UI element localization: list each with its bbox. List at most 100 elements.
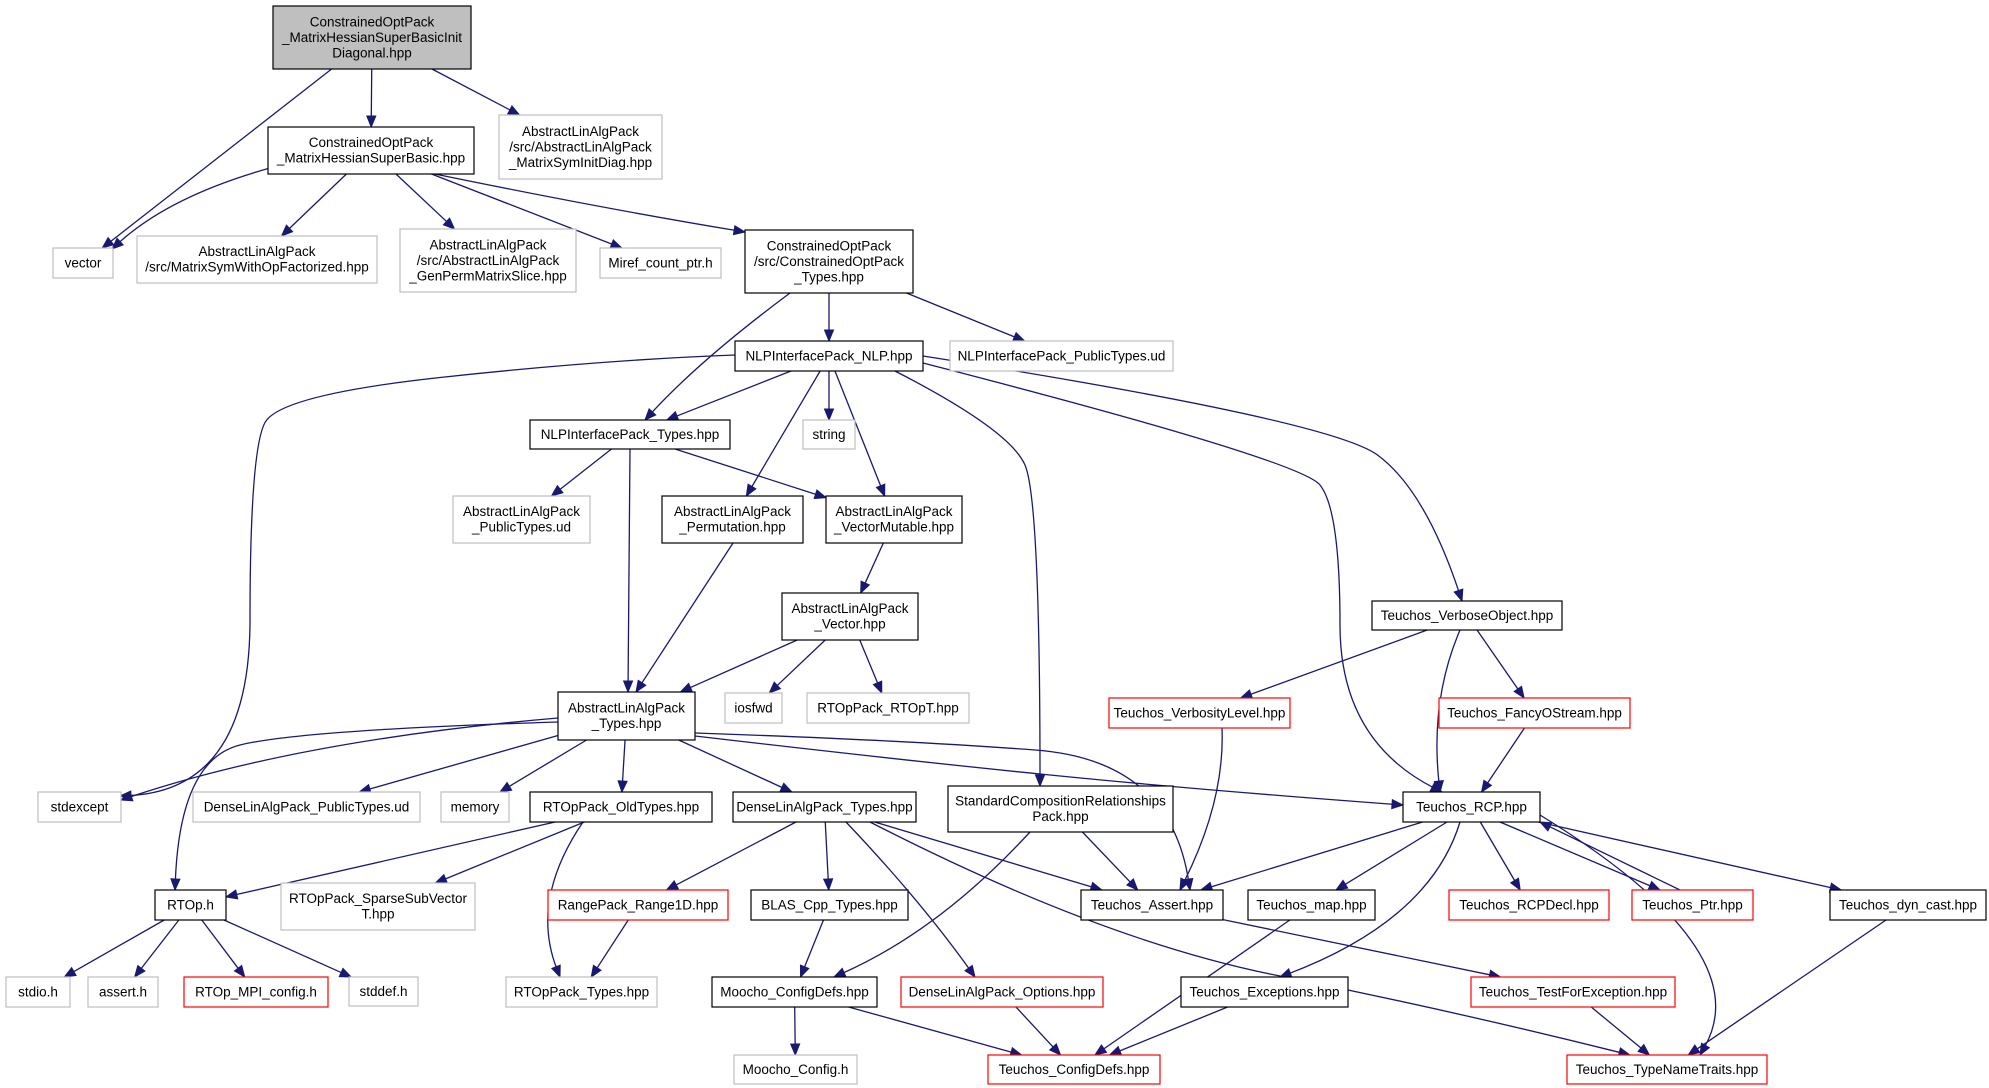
node-box xyxy=(183,976,329,1008)
edge-rtoph-to-asserth xyxy=(133,919,180,979)
edge-nlp-to-string xyxy=(823,371,835,422)
node-box xyxy=(733,1054,858,1085)
edge-arrowhead xyxy=(1048,1043,1062,1056)
node-rcp[interactable]: Teuchos_RCP.hpp xyxy=(1402,791,1541,823)
node-dynCast[interactable]: Teuchos_dyn_cast.hpp xyxy=(1829,889,1987,921)
node-box xyxy=(348,976,419,1007)
node-label-line: Teuchos_RCP.hpp xyxy=(1416,799,1527,814)
edge-arrowhead xyxy=(832,967,847,978)
node-label-line: Teuchos_Assert.hpp xyxy=(1091,897,1213,912)
node-stdexcept[interactable]: stdexcept xyxy=(37,791,122,823)
edge-line xyxy=(1081,831,1132,884)
node-superbasic[interactable]: ConstrainedOptPack_MatrixHessianSuperBas… xyxy=(267,126,475,175)
node-label-line: AbstractLinAlgPack xyxy=(568,701,685,716)
edge-dlaTypes-to-dlaOptions xyxy=(845,821,976,979)
node-box xyxy=(661,495,804,544)
node-ptr[interactable]: Teuchos_Ptr.hpp xyxy=(1631,889,1754,921)
node-label-line: NLPInterfacePack_Types.hpp xyxy=(541,427,720,442)
node-rcpDecl[interactable]: Teuchos_RCPDecl.hpp xyxy=(1448,889,1610,921)
edge-nlpTypes-to-alaTypes xyxy=(622,448,634,694)
node-moochoConfig[interactable]: Moocho_Config.h xyxy=(733,1054,858,1085)
edge-arrowhead xyxy=(280,224,294,237)
node-label-line: AbstractLinAlgPack xyxy=(463,504,580,519)
node-asserth[interactable]: assert.h xyxy=(87,976,159,1008)
edge-arrowhead xyxy=(133,964,146,979)
node-range1d[interactable]: RangePack_Range1D.hpp xyxy=(547,889,729,921)
node-rtopTypes[interactable]: RTOpPack_Types.hpp xyxy=(505,976,658,1008)
edge-arrowhead xyxy=(506,105,521,116)
edge-alaTypes-to-rcp xyxy=(694,735,1405,810)
node-nlpPublic[interactable]: NLPInterfacePack_PublicTypes.ud xyxy=(949,340,1174,372)
edge-line xyxy=(824,821,829,882)
node-label-line: _Permutation.hpp xyxy=(678,520,786,535)
node-symWithOp[interactable]: AbstractLinAlgPack/src/MatrixSymWithOpFa… xyxy=(136,235,378,284)
node-map[interactable]: Teuchos_map.hpp xyxy=(1247,889,1376,921)
node-rtopT[interactable]: RTOpPack_RTOpT.hpp xyxy=(806,692,970,724)
node-label-line: _Types.hpp xyxy=(793,269,864,284)
node-label-line: RTOpPack_Types.hpp xyxy=(514,984,649,999)
node-label-line: DenseLinAlgPack_Types.hpp xyxy=(736,799,912,814)
edge-line xyxy=(869,821,1622,1054)
node-alaVecMut[interactable]: AbstractLinAlgPack_VectorMutable.hpp xyxy=(825,495,963,544)
node-moochoDefs[interactable]: Moocho_ConfigDefs.hpp xyxy=(711,976,878,1008)
node-rtopOld[interactable]: RTOpPack_OldTypes.hpp xyxy=(529,791,713,823)
node-verbLevel[interactable]: Teuchos_VerbosityLevel.hpp xyxy=(1108,697,1291,729)
edge-line xyxy=(1343,821,1448,886)
edge-arrowhead xyxy=(635,679,647,694)
node-dlaTypes[interactable]: DenseLinAlgPack_Types.hpp xyxy=(732,791,917,823)
node-teuchosDefs[interactable]: Teuchos_ConfigDefs.hpp xyxy=(987,1054,1161,1085)
node-label-line: iosfwd xyxy=(734,700,772,715)
node-copTypes[interactable]: ConstrainedOptPack/src/ConstrainedOptPac… xyxy=(744,229,914,294)
node-string[interactable]: string xyxy=(802,419,856,450)
node-nlp[interactable]: NLPInterfacePack_NLP.hpp xyxy=(734,340,924,372)
node-alaVector[interactable]: AbstractLinAlgPack_Vector.hpp xyxy=(781,592,919,641)
node-blas[interactable]: BLAS_Cpp_Types.hpp xyxy=(750,889,909,921)
node-assert[interactable]: Teuchos_Assert.hpp xyxy=(1080,889,1224,921)
edge-line xyxy=(201,919,240,971)
node-dlaPublic[interactable]: DenseLinAlgPack_PublicTypes.ud xyxy=(192,791,421,823)
edge-alaTypes-to-stdexcept xyxy=(119,717,559,802)
edge-dynCast-to-typeName xyxy=(1687,919,1887,1056)
node-typeName[interactable]: Teuchos_TypeNameTraits.hpp xyxy=(1566,1054,1768,1085)
node-genPerm[interactable]: AbstractLinAlgPack/src/AbstractLinAlgPac… xyxy=(399,228,577,293)
node-verboseObj[interactable]: Teuchos_VerboseObject.hpp xyxy=(1371,600,1563,631)
node-fancy[interactable]: Teuchos_FancyOStream.hpp xyxy=(1438,697,1631,729)
edge-verboseObj-to-fancy xyxy=(1476,629,1525,700)
node-alaPublic[interactable]: AbstractLinAlgPack_PublicTypes.ud xyxy=(452,495,591,544)
edge-line xyxy=(640,542,734,685)
node-testForExc[interactable]: Teuchos_TestForException.hpp xyxy=(1470,976,1676,1008)
node-label-line: _Types.hpp xyxy=(591,716,662,731)
edge-line xyxy=(139,919,180,971)
node-rtoph[interactable]: RTOp.h xyxy=(154,889,227,921)
node-label-line: ConstrainedOptPack xyxy=(310,14,435,29)
node-stddef[interactable]: stddef.h xyxy=(348,976,419,1007)
node-box xyxy=(724,692,783,724)
node-alaPerm[interactable]: AbstractLinAlgPack_Permutation.hpp xyxy=(661,495,804,544)
edge-nlpTypes-to-alaPublic xyxy=(550,448,612,497)
node-stdio[interactable]: stdio.h xyxy=(5,976,71,1008)
node-box xyxy=(280,882,476,931)
edge-arrowhead xyxy=(622,680,634,694)
node-vector[interactable]: vector xyxy=(52,247,114,279)
node-alaTypes[interactable]: AbstractLinAlgPack_Types.hpp xyxy=(557,691,696,741)
node-label-line: AbstractLinAlgPack xyxy=(522,124,639,139)
node-box xyxy=(711,976,878,1008)
node-iosfwd[interactable]: iosfwd xyxy=(724,692,783,724)
edge-arrowhead xyxy=(822,878,834,892)
edge-rtoph-to-rtopMpi xyxy=(201,919,246,979)
node-dlaOptions[interactable]: DenseLinAlgPack_Options.hpp xyxy=(900,976,1104,1008)
node-miref[interactable]: Miref_count_ptr.h xyxy=(599,247,722,279)
node-rtopMpi[interactable]: RTOp_MPI_config.h xyxy=(183,976,329,1008)
node-nlpTypes[interactable]: NLPInterfacePack_Types.hpp xyxy=(529,419,731,450)
node-memory[interactable]: memory xyxy=(440,791,510,823)
edge-arrowhead xyxy=(434,873,449,884)
edge-arrowhead xyxy=(617,780,628,794)
node-exceptions[interactable]: Teuchos_Exceptions.hpp xyxy=(1180,976,1349,1008)
edge-arrowhead xyxy=(1125,878,1139,891)
node-symInitDiag[interactable]: AbstractLinAlgPack/src/AbstractLinAlgPac… xyxy=(498,114,663,180)
edge-rcp-to-map xyxy=(1334,821,1448,891)
node-label-line: Moocho_ConfigDefs.hpp xyxy=(720,984,869,999)
edge-arrowhead xyxy=(590,964,602,979)
